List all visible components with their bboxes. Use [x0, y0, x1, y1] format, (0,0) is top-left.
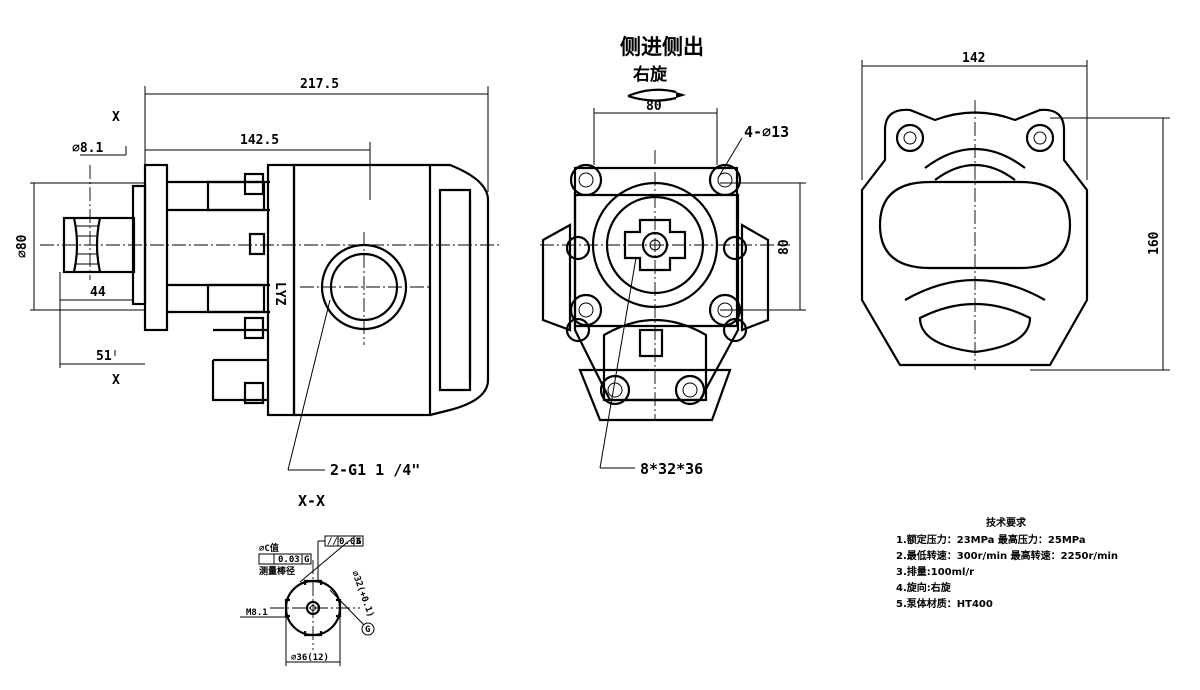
tol-2-value: 0.03: [339, 537, 361, 547]
datum-mark: G: [365, 625, 370, 635]
tech-title: 技术要求: [986, 518, 1026, 529]
spline-label: 8*32*36: [640, 460, 703, 478]
section-view: X-X ⌀C值 0.03 G 测量棒径 // 0.03 G ⌀32(+0.1) …: [240, 492, 375, 666]
rear-view: 142 160: [860, 51, 1170, 371]
front-view: 侧进侧出 右旋 80 80 4-⌀13: [540, 34, 806, 478]
dim-bolt-width: 80: [646, 99, 662, 114]
front-heading: 侧进侧出: [620, 34, 704, 59]
tech-item-3: 3.排量:100ml/r: [896, 567, 975, 578]
section-mark-bottom: X: [112, 373, 120, 388]
dim-rear-width: 142: [962, 51, 985, 66]
tech-item-2: 2.最低转速：300r/min 最高转速：2250r/min: [896, 551, 1119, 562]
dim-rear-height: 160: [1147, 231, 1162, 255]
rotation-label: 右旋: [633, 64, 668, 85]
dim-key: ⌀8.1: [72, 141, 103, 156]
tech-item-1: 1.额定压力：23MPa 最高压力：25MPa: [896, 535, 1086, 546]
dim-shaft-51: 51: [96, 349, 112, 364]
dim-angle: ⌀32(+0.1): [349, 570, 375, 619]
body-mark: LYZ: [272, 282, 287, 306]
port-label: 2-G1 1 /4": [330, 461, 420, 479]
section-mark-top: X: [112, 110, 120, 125]
dim-bolt-height: 80: [777, 239, 792, 255]
dim-bottom: ⌀36(12): [291, 653, 329, 663]
section-title: X-X: [298, 492, 325, 510]
tech-item-4: 4.旋向:右旋: [896, 583, 951, 594]
tol-1-value: 0.03: [278, 555, 300, 565]
dim-shaft-44: 44: [90, 285, 106, 300]
tol-1-datum: G: [304, 555, 309, 565]
side-view: 217.5 142.5 X X ⌀8.1 ⌀80 44 51: [15, 77, 500, 479]
rotation-arrow-icon: [627, 88, 677, 98]
dim-side: M8.1: [246, 608, 268, 618]
holes-label: 4-⌀13: [744, 123, 789, 141]
dim-mount-length: 142.5: [240, 133, 279, 148]
tech-item-5: 5.泵体材质：HT400: [896, 599, 993, 610]
dim-total-length: 217.5: [300, 77, 339, 92]
dim-diameter: ⌀80: [15, 234, 30, 258]
tol-1-label: ⌀C值: [259, 542, 279, 554]
tol-2-datum: G: [356, 537, 361, 547]
svg-text://: //: [327, 537, 338, 547]
tol-1-sub: 测量棒径: [259, 565, 295, 577]
technical-requirements: 技术要求 1.额定压力：23MPa 最高压力：25MPa 2.最低转速：300r…: [896, 516, 1136, 613]
